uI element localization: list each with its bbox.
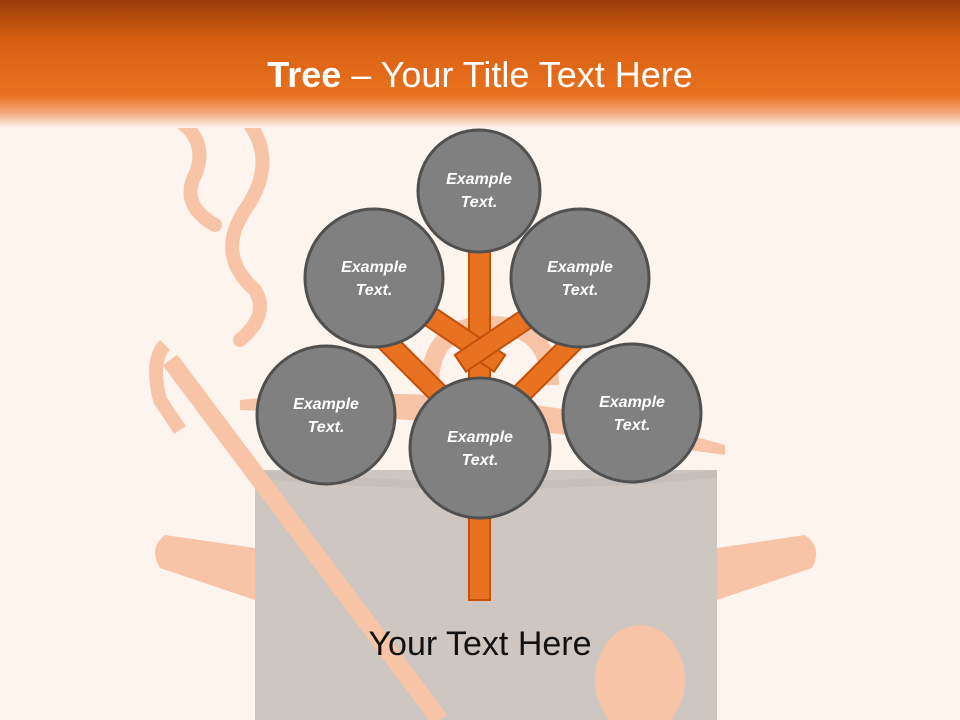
slide-title: Tree – Your Title Text Here (0, 52, 960, 98)
node-lower-right-circle (561, 342, 703, 484)
pot-handle-left (155, 535, 255, 600)
node-label-line2: Text. (561, 282, 599, 299)
node-label-line2: Text. (461, 452, 499, 469)
node-lower-left-label: Example Text. (266, 393, 386, 439)
pot-rim (255, 470, 717, 489)
node-label-line2: Text. (355, 282, 393, 299)
node-upper-left-label: Example Text. (314, 256, 434, 302)
node-center-circle (408, 376, 552, 520)
node-upper-right-label: Example Text. (520, 256, 640, 302)
node-lower-left-circle (255, 344, 397, 486)
footer-text: Your Text Here (368, 625, 592, 663)
node-center-label: Example Text. (420, 426, 540, 472)
ladle (149, 340, 685, 720)
node-label-line2: Text. (307, 419, 345, 436)
steam (168, 111, 270, 347)
node-label-line1: Example (293, 396, 359, 413)
title-rest: – Your Title Text Here (341, 54, 693, 95)
title-bar (0, 0, 960, 128)
node-lower-right-label: Example Text. (572, 391, 692, 437)
node-label-line2: Text. (613, 417, 651, 434)
node-label-line1: Example (341, 259, 407, 276)
pot-handle-right (717, 535, 817, 600)
node-upper-left-circle (303, 207, 445, 349)
node-label-line2: Text. (460, 194, 498, 211)
node-label-line1: Example (547, 259, 613, 276)
node-label-line1: Example (447, 429, 513, 446)
node-top-label: Example Text. (419, 168, 539, 214)
node-label-line1: Example (599, 394, 665, 411)
node-label-line1: Example (446, 171, 512, 188)
title-bold: Tree (267, 54, 342, 95)
node-upper-right-circle (509, 207, 651, 349)
node-top-circle (416, 128, 542, 254)
